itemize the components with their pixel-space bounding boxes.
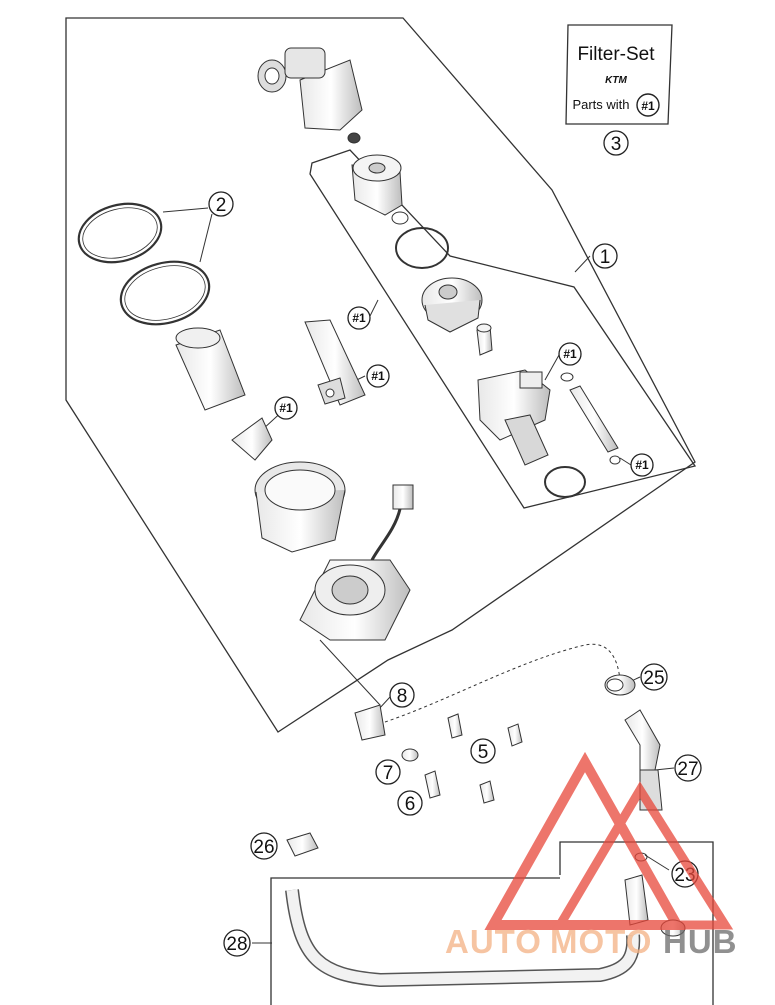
callout-3: 3 bbox=[603, 130, 629, 156]
electrical-connector bbox=[370, 484, 414, 561]
ref-1-d: #1 bbox=[558, 342, 582, 366]
svg-text:26: 26 bbox=[253, 837, 274, 858]
holding-clip-8 bbox=[354, 704, 386, 741]
guide-rod bbox=[569, 385, 619, 453]
leader-lines bbox=[162, 207, 675, 944]
callout-27: 27 bbox=[674, 754, 702, 782]
pump-to-clip-line bbox=[319, 639, 381, 706]
filter-set-box: Filter-Set KTM Parts with #1 bbox=[565, 24, 673, 125]
ktm-logo: KTM bbox=[605, 75, 627, 86]
callout-25: 25 bbox=[640, 663, 668, 691]
spacer-7 bbox=[401, 748, 419, 762]
svg-text:3: 3 bbox=[611, 134, 622, 155]
svg-text:28: 28 bbox=[226, 934, 247, 955]
callout-5: 5 bbox=[470, 738, 496, 764]
pump-flange-base bbox=[299, 559, 411, 641]
callout-28: 28 bbox=[223, 929, 251, 957]
svg-text:27: 27 bbox=[677, 759, 698, 780]
svg-text:5: 5 bbox=[478, 742, 489, 763]
rod-o-ring-top bbox=[560, 372, 574, 382]
automotohub-watermark: AUTO MOTO HUB bbox=[445, 751, 738, 960]
svg-text:6: 6 bbox=[405, 794, 416, 815]
svg-text:25: 25 bbox=[643, 668, 664, 689]
medium-o-ring bbox=[395, 227, 449, 269]
svg-text:7: 7 bbox=[383, 763, 394, 784]
svg-text:#1: #1 bbox=[563, 347, 577, 361]
callout-7: 7 bbox=[375, 759, 401, 785]
fuel-filter-element bbox=[351, 154, 403, 216]
ref-1-a: #1 bbox=[347, 306, 371, 330]
svg-text:8: 8 bbox=[397, 686, 408, 707]
callout-8: 8 bbox=[389, 682, 415, 708]
sleeve-tube bbox=[175, 327, 246, 411]
filter-set-title: Filter-Set bbox=[577, 44, 655, 65]
bracket-plate bbox=[304, 319, 366, 406]
svg-text:#1: #1 bbox=[635, 458, 649, 472]
svg-text:2: 2 bbox=[216, 195, 227, 216]
parts-with-label: Parts with bbox=[572, 97, 629, 112]
pump-o-ring bbox=[544, 466, 586, 498]
callout-1: 1 bbox=[592, 243, 618, 269]
screws-5 bbox=[447, 713, 523, 747]
ref-1-c: #1 bbox=[274, 396, 298, 420]
fuel-pump-motor bbox=[477, 369, 551, 466]
callout-26: 26 bbox=[250, 832, 278, 860]
retaining-clip bbox=[231, 417, 273, 461]
callout-6: 6 bbox=[397, 790, 423, 816]
large-o-rings bbox=[77, 202, 211, 326]
svg-text:1: 1 bbox=[600, 247, 611, 268]
ref-1-b: #1 bbox=[366, 364, 390, 388]
hose-dashed-path bbox=[384, 643, 621, 723]
pump-top-housing bbox=[257, 47, 363, 144]
ref-1-e: #1 bbox=[630, 453, 654, 477]
watermark-word-hub: HUB bbox=[663, 923, 738, 960]
ref-markers: #1 #1 #1 #1 #1 bbox=[274, 306, 654, 477]
watermark-word-auto: AUTO bbox=[445, 923, 542, 960]
small-o-ring bbox=[391, 211, 409, 225]
pressure-regulator bbox=[421, 277, 483, 333]
hose-clamp-25 bbox=[604, 674, 636, 696]
svg-text:#1: #1 bbox=[279, 401, 293, 415]
watermark-logo-triangles bbox=[484, 751, 734, 930]
watermark-word-moto: MOTO bbox=[550, 923, 652, 960]
small-nozzle bbox=[476, 323, 493, 356]
screws-6 bbox=[424, 770, 495, 804]
main-assembly-outline bbox=[65, 17, 696, 733]
parts-with-ref: #1 bbox=[641, 99, 655, 113]
svg-text:#1: #1 bbox=[371, 369, 385, 383]
rod-o-ring-bottom bbox=[609, 455, 621, 465]
hose-clamp-26 bbox=[286, 832, 319, 857]
callout-2: 2 bbox=[208, 191, 234, 217]
svg-text:#1: #1 bbox=[352, 311, 366, 325]
pump-housing-cup bbox=[254, 461, 346, 553]
